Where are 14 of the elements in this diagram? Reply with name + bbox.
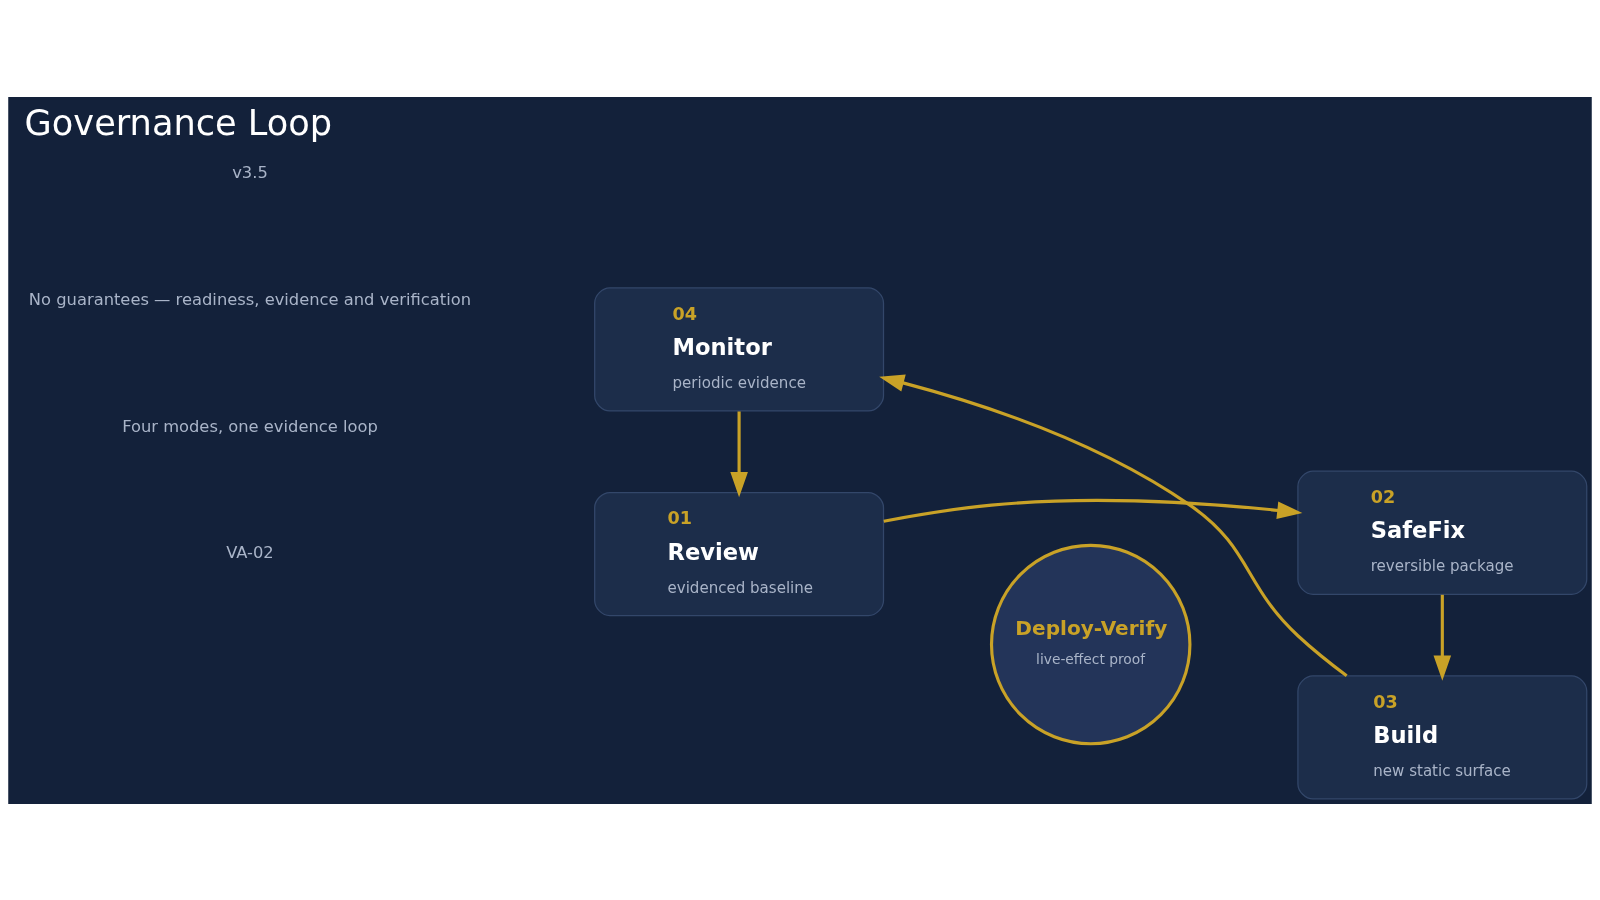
diagram-title: Governance Loop (24, 101, 333, 143)
arrow (730, 410, 748, 497)
label: No guarantees — readiness, evidence and verification (28, 289, 472, 309)
arrow (1433, 594, 1452, 681)
label: VA-02 (226, 542, 274, 562)
node-box: 02 SafeFix reversible package (1297, 470, 1588, 595)
node-box: 01 Review evidenced baseline (594, 491, 885, 616)
node-circle: Deploy-Verify live-effect proof (989, 543, 1192, 745)
arrow (879, 373, 1348, 677)
label: Four modes, one evidence loop (122, 416, 378, 436)
label: v3.5 (232, 162, 268, 182)
node-box: 04 Monitor periodic evidence (594, 286, 885, 412)
node-box: 03 Build new static surface (1297, 674, 1588, 800)
arrow (883, 498, 1303, 523)
